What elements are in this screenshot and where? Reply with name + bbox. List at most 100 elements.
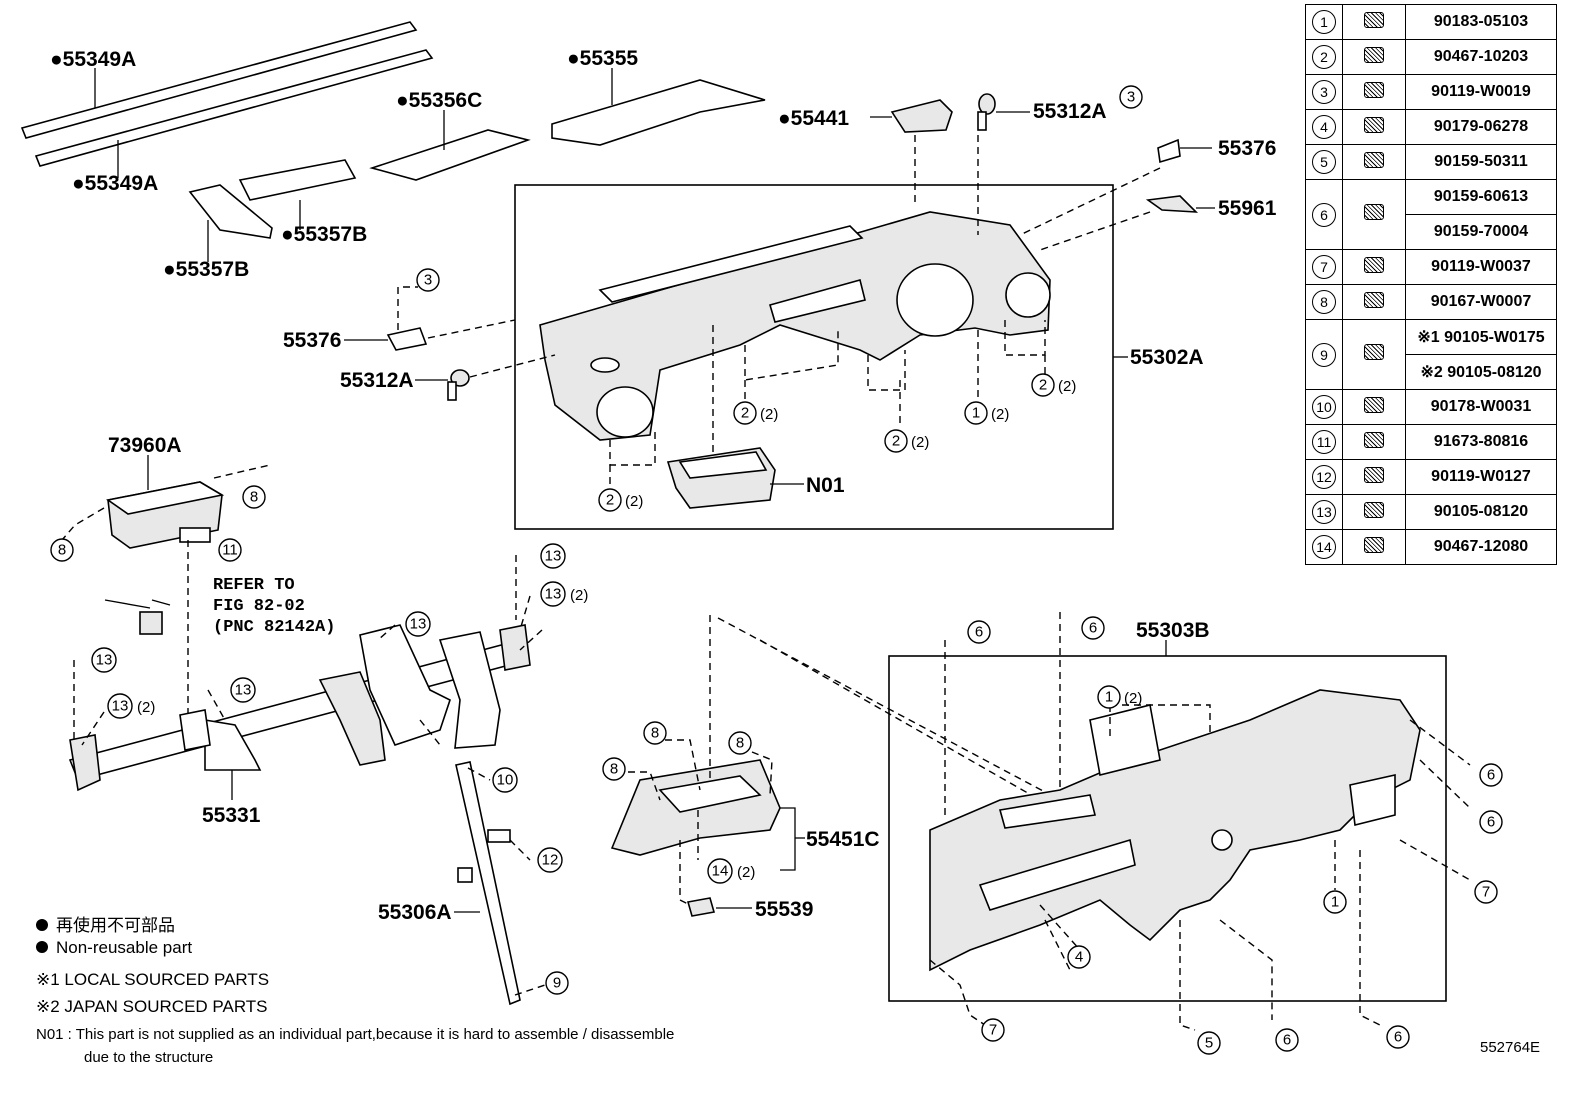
part-55441[interactable]	[890, 99, 953, 133]
part-55357B-a[interactable]	[238, 159, 357, 201]
push-clip-icon	[1364, 536, 1384, 553]
parts-table-row: 5 90159-50311	[1305, 144, 1557, 180]
svg-text:2: 2	[741, 405, 749, 422]
svg-text:12: 12	[542, 852, 559, 869]
part-55331-reinforcement[interactable]	[68, 624, 531, 792]
svg-text:(2): (2)	[1058, 378, 1076, 395]
parts-table-code: ※2 90105-08120	[1405, 354, 1557, 390]
label-55355: ●55355	[567, 47, 638, 70]
part-N01-vent[interactable]	[666, 447, 776, 509]
label-55539: 55539	[755, 898, 813, 921]
label-55376-top: 55376	[1218, 137, 1276, 160]
part-55312A-clip-top[interactable]	[977, 93, 996, 131]
part-55961[interactable]	[1145, 195, 1199, 213]
svg-text:9: 9	[553, 975, 561, 992]
svg-text:1: 1	[972, 405, 980, 422]
parts-table-row: 13 90105-08120	[1305, 494, 1557, 530]
svg-text:13: 13	[235, 682, 252, 699]
parts-table-code: 90467-10203	[1405, 39, 1557, 75]
parts-table-number: 4	[1305, 109, 1343, 145]
clip-nut-icon	[1342, 109, 1406, 145]
part-55306A-brace[interactable]	[455, 761, 521, 1006]
part-55302A-instrument-panel[interactable]	[539, 211, 1051, 441]
svg-text:11: 11	[222, 542, 238, 559]
refer-line-3: (PNC 82142A)	[213, 618, 335, 637]
part-55539-clip[interactable]	[686, 897, 716, 917]
part-55356C[interactable]	[369, 129, 531, 181]
parts-table-number: 12	[1305, 459, 1343, 495]
parts-table-number: 6	[1305, 179, 1343, 250]
svg-text:2: 2	[892, 433, 900, 450]
label-55302A: 55302A	[1130, 346, 1204, 369]
push-clip-icon	[1342, 529, 1406, 565]
label-55331: 55331	[202, 804, 261, 827]
screw-icon	[1342, 284, 1406, 320]
parts-table-number: 10	[1305, 389, 1343, 425]
screw-icon	[1342, 144, 1406, 180]
label-55349A-bottom: ●55349A	[72, 172, 158, 195]
svg-text:(2): (2)	[1124, 690, 1142, 707]
parts-table-number: 8	[1305, 284, 1343, 320]
screw-icon	[1342, 249, 1406, 285]
parts-table-number: 13	[1305, 494, 1343, 530]
legend-local: ※1 LOCAL SOURCED PARTS	[36, 970, 269, 989]
parts-table-number: 5	[1305, 144, 1343, 180]
svg-text:14: 14	[712, 863, 729, 880]
parts-table-code: 90105-08120	[1405, 494, 1557, 530]
label-55357B-b: ●55357B	[163, 258, 249, 281]
parts-table-number: 7	[1305, 249, 1343, 285]
part-55355[interactable]	[551, 79, 766, 146]
label-55961: 55961	[1218, 197, 1277, 220]
parts-table-code: 90119-W0019	[1405, 74, 1557, 110]
group-box-55303B	[888, 655, 1447, 1002]
legend-japan: ※2 JAPAN SOURCED PARTS	[36, 997, 268, 1016]
screw-icon	[1342, 459, 1406, 495]
svg-text:13: 13	[545, 548, 562, 565]
legend-non-reusable-jp: 再使用不可部品	[56, 915, 175, 935]
svg-text:6: 6	[1487, 767, 1495, 784]
parts-table-code: 91673-80816	[1405, 424, 1557, 460]
screw-icon	[1364, 256, 1384, 273]
label-55357B-a: ●55357B	[281, 223, 367, 246]
part-harness-ref	[104, 599, 171, 635]
parts-table-code: 90159-50311	[1405, 144, 1557, 180]
parts-table-number: 11	[1305, 424, 1343, 460]
push-clip-icon	[1342, 39, 1406, 75]
parts-table-row: 3 90119-W0019	[1305, 74, 1557, 110]
screw-icon	[1364, 344, 1384, 360]
svg-text:4: 4	[1075, 949, 1083, 966]
part-55376-left[interactable]	[386, 327, 428, 351]
label-55303B: 55303B	[1136, 619, 1210, 642]
legend-non-reusable-en: Non-reusable part	[56, 938, 192, 957]
clip-nut-icon	[1364, 11, 1384, 28]
part-73960A-airbag[interactable]	[105, 481, 225, 549]
clip-nut-icon	[1364, 116, 1384, 133]
parts-table-number: 3	[1305, 74, 1343, 110]
svg-text:3: 3	[1127, 89, 1135, 106]
part-55303B-lower-panel[interactable]	[929, 689, 1421, 972]
parts-table-row: 2 90467-10203	[1305, 39, 1557, 75]
screw-icon	[1342, 424, 1406, 460]
svg-text:10: 10	[497, 772, 514, 789]
part-55349A-strips[interactable]	[20, 21, 434, 167]
svg-text:6: 6	[1487, 814, 1495, 831]
label-N01: N01	[806, 474, 845, 497]
label-73960A: 73960A	[108, 434, 182, 457]
parts-table-number: 1	[1305, 4, 1343, 40]
svg-text:(2): (2)	[570, 587, 588, 604]
svg-text:8: 8	[651, 725, 659, 742]
label-55349A-top: ●55349A	[50, 48, 136, 71]
svg-text:13: 13	[96, 652, 113, 669]
parts-table-row: 90159-70004	[1306, 214, 1557, 250]
part-55451C-bracket[interactable]	[610, 759, 781, 856]
part-55376-top[interactable]	[1157, 138, 1181, 164]
parts-table-number: 2	[1305, 39, 1343, 75]
svg-text:8: 8	[250, 489, 258, 506]
screw-icon	[1364, 466, 1384, 483]
part-55312A-clip-left[interactable]	[447, 369, 470, 401]
part-55357B-b[interactable]	[188, 184, 273, 239]
